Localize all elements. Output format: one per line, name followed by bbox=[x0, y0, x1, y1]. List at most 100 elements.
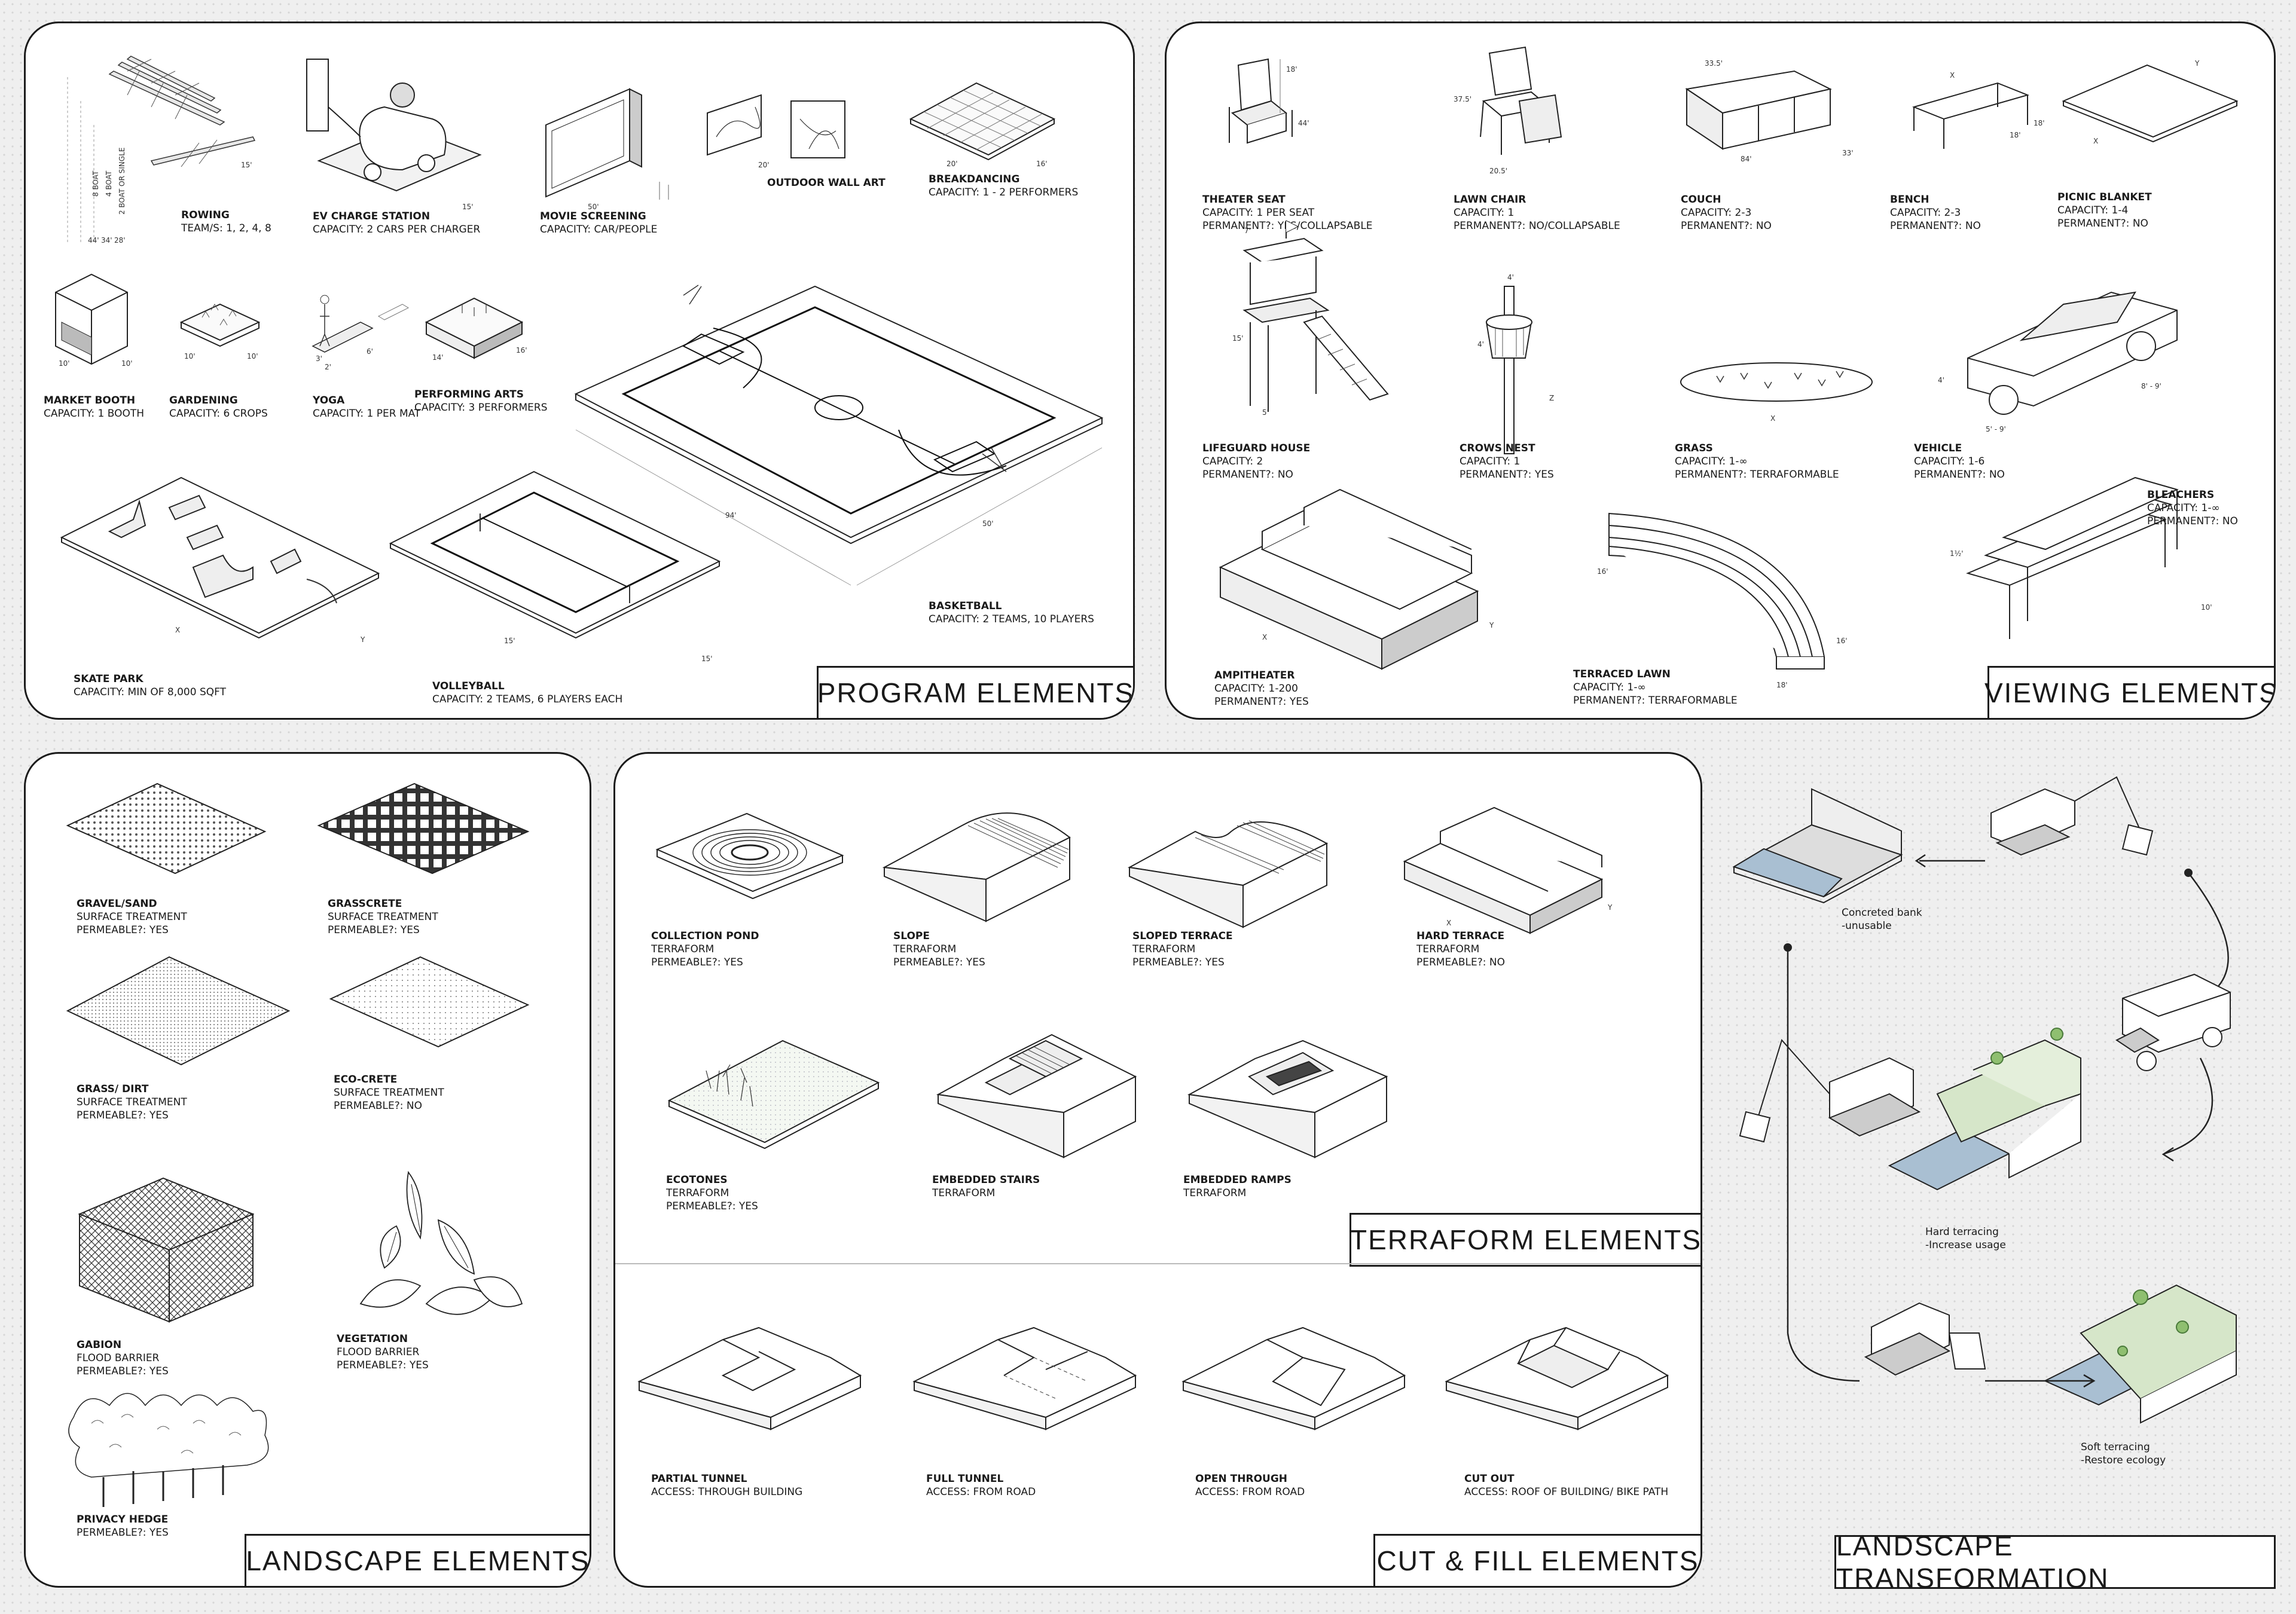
bleachers-dim-1half: 1½' bbox=[1950, 549, 1964, 558]
garden-label: GARDENING CAPACITY: 6 CROPS bbox=[169, 394, 268, 420]
step-2-line-1: Hard terracing bbox=[1925, 1226, 1999, 1238]
theater-seat-element: 18' 44' THEATER SEAT CAPACITY: 1 PER SEA… bbox=[1202, 53, 1382, 232]
partial-tunnel-name: PARTIAL TUNNEL bbox=[651, 1473, 747, 1485]
couch-line-1: CAPACITY: 2-3 bbox=[1681, 207, 1752, 219]
slope-name: SLOPE bbox=[893, 930, 930, 942]
wall-art-dim-20: 20' bbox=[758, 161, 770, 169]
grass-dim-x: X bbox=[1770, 414, 1776, 423]
terraced-dim-16a: 16' bbox=[1597, 567, 1608, 576]
skate-park-illustration bbox=[60, 476, 380, 639]
open-through-name: OPEN THROUGH bbox=[1195, 1473, 1288, 1485]
movie-line-1: CAPACITY: CAR/PEOPLE bbox=[540, 224, 658, 236]
grasscrete-swatch bbox=[317, 782, 530, 875]
movie-name: MOVIE SCREENING bbox=[540, 210, 646, 222]
vegetation-label: VEGETATION FLOOD BARRIER PERMEABLE?: YES bbox=[337, 1332, 429, 1372]
gravel-sand-swatch bbox=[66, 782, 267, 875]
lifeguard-label: LIFEGUARD HOUSE CAPACITY: 2 PERMANENT?: … bbox=[1202, 442, 1310, 481]
booth-label: MARKET BOOTH CAPACITY: 1 BOOTH bbox=[44, 394, 144, 420]
terraced-dim-18: 18' bbox=[1776, 681, 1788, 689]
ecotones-label: ECOTONES TERRAFORM PERMEABLE?: YES bbox=[666, 1173, 758, 1213]
volley-dim-a: 15' bbox=[504, 637, 515, 645]
grass-label: GRASS CAPACITY: 1-∞ PERMANENT?: TERRAFOR… bbox=[1675, 442, 1839, 481]
cut-out-element: CUT OUT ACCESS: ROOF OF BUILDING/ BIKE P… bbox=[1440, 1292, 1697, 1501]
ramps-label: EMBEDDED RAMPS TERRAFORM bbox=[1183, 1173, 1292, 1200]
lawn-chair-element: 37.5' 20.5' LAWN CHAIR CAPACITY: 1 PERMA… bbox=[1448, 41, 1639, 232]
sloped-terrace-illustration bbox=[1127, 820, 1329, 928]
bench-dim-x: X bbox=[1950, 71, 1955, 80]
theater-name: THEATER SEAT bbox=[1202, 194, 1286, 206]
bench-line-1: CAPACITY: 2-3 bbox=[1890, 207, 1961, 219]
rowing-dim-2boat: 2 BOAT OR SINGLE bbox=[118, 147, 126, 215]
gabion-name: GABION bbox=[77, 1339, 122, 1351]
skate-line-1: CAPACITY: MIN OF 8,000 SQFT bbox=[74, 686, 226, 698]
bleachers-name: BLEACHERS bbox=[2147, 489, 2215, 501]
basket-dim-94: 94' bbox=[725, 511, 737, 519]
landscape-elements-panel: GRAVEL/SAND SURFACE TREATMENT PERMEABLE?… bbox=[24, 752, 591, 1588]
vegetation-name: VEGETATION bbox=[337, 1333, 408, 1345]
wall-art-label: OUTDOOR WALL ART bbox=[767, 176, 886, 189]
step-3-line-2: -Restore ecology bbox=[2081, 1454, 2166, 1466]
booth-line-1: CAPACITY: 1 BOOTH bbox=[44, 408, 145, 420]
blanket-name: PICNIC BLANKET bbox=[2057, 191, 2152, 203]
gravel-sand-element: GRAVEL/SAND SURFACE TREATMENT PERMEABLE?… bbox=[62, 778, 289, 957]
partial-tunnel-line-1: ACCESS: THROUGH BUILDING bbox=[651, 1486, 803, 1498]
eco-crete-name: ECO-CRETE bbox=[334, 1074, 398, 1086]
ecotones-line-1: TERRAFORM bbox=[666, 1187, 729, 1199]
partial-tunnel-element: PARTIAL TUNNEL ACCESS: THROUGH BUILDING bbox=[633, 1292, 890, 1501]
garden-dim-b: 10' bbox=[247, 352, 258, 360]
crows-dim-z: Z bbox=[1549, 394, 1555, 402]
bench-line-2: PERMANENT?: NO bbox=[1890, 220, 1981, 232]
rowing-element: 44' 34' 28' 15' 8 BOAT 4 BOAT 2 BOAT OR … bbox=[56, 47, 271, 244]
gabion-line-1: FLOOD BARRIER bbox=[77, 1352, 160, 1364]
booth-name: MARKET BOOTH bbox=[44, 395, 136, 406]
eco-crete-element: ECO-CRETE SURFACE TREATMENT PERMEABLE?: … bbox=[325, 951, 564, 1130]
skate-dim-x: X bbox=[175, 626, 181, 634]
rowing-dim-44: 44' bbox=[88, 236, 99, 244]
couch-dim-84: 84' bbox=[1741, 155, 1752, 163]
terraced-name: TERRACED LAWN bbox=[1573, 668, 1671, 680]
cut-out-name: CUT OUT bbox=[1464, 1473, 1515, 1485]
step-1-line-1: Concreted bank bbox=[1842, 907, 1922, 919]
lawn-line-1: CAPACITY: 1 bbox=[1454, 207, 1515, 219]
break-dim-16: 16' bbox=[1036, 160, 1048, 168]
amph-name: AMPITHEATER bbox=[1214, 670, 1295, 681]
couch-line-2: PERMANENT?: NO bbox=[1681, 220, 1772, 232]
gabion-line-2: PERMEABLE?: YES bbox=[77, 1365, 169, 1377]
skate-park-element: X Y SKATE PARK CAPACITY: MIN OF 8,000 SQ… bbox=[56, 466, 390, 705]
open-through-element: OPEN THROUGH ACCESS: FROM ROAD bbox=[1177, 1292, 1434, 1501]
open-through-label: OPEN THROUGH ACCESS: FROM ROAD bbox=[1195, 1472, 1305, 1499]
bleachers-line-1: CAPACITY: 1-∞ bbox=[2147, 502, 2220, 514]
eco-crete-line-1: SURFACE TREATMENT bbox=[334, 1087, 444, 1099]
hedge-name: PRIVACY HEDGE bbox=[77, 1514, 169, 1526]
yoga-element: 3' 2' 6' YOGA CAPACITY: 1 PER MAT bbox=[289, 280, 420, 420]
bleachers-illustration bbox=[1966, 476, 2179, 639]
lawn-label: LAWN CHAIR CAPACITY: 1 PERMANENT?: NO/CO… bbox=[1454, 193, 1620, 233]
volley-dim-b: 15' bbox=[701, 655, 713, 663]
crows-name: CROWS NEST bbox=[1460, 442, 1535, 454]
ev-label: EV CHARGE STATION CAPACITY: 2 CARS PER C… bbox=[313, 210, 480, 236]
picnic-blanket-illustration bbox=[2062, 64, 2239, 143]
transformation-step-2: Hard terracing -Increase usage bbox=[1925, 1225, 2006, 1252]
step-2-line-2: -Increase usage bbox=[1925, 1239, 2006, 1251]
garden-dim-a: 10' bbox=[184, 352, 196, 360]
amph-label: AMPITHEATER CAPACITY: 1-200 PERMANENT?: … bbox=[1214, 669, 1309, 708]
slope-illustration bbox=[882, 812, 1071, 922]
full-tunnel-element: FULL TUNNEL ACCESS: FROM ROAD bbox=[908, 1292, 1165, 1501]
bench-illustration bbox=[1912, 82, 2030, 149]
step-3-line-1: Soft terracing bbox=[2081, 1441, 2150, 1453]
amph-line-1: CAPACITY: 1-200 bbox=[1214, 683, 1298, 695]
transformation-flow bbox=[1732, 776, 2237, 1424]
couch-illustration bbox=[1685, 70, 1832, 150]
slope-line-1: TERRAFORM bbox=[893, 943, 957, 955]
grasscrete-name: GRASSCRETE bbox=[328, 898, 402, 910]
arts-label: PERFORMING ARTS CAPACITY: 3 PERFORMERS bbox=[414, 388, 548, 414]
theater-seat-illustration bbox=[1229, 58, 1293, 144]
embedded-ramps-element: EMBEDDED RAMPS TERRAFORM bbox=[1183, 1017, 1410, 1238]
lawn-name: LAWN CHAIR bbox=[1454, 194, 1526, 206]
eco-crete-line-2: PERMEABLE?: NO bbox=[334, 1100, 422, 1112]
arts-dim-14: 14' bbox=[432, 353, 444, 362]
sloped-terrace-line-1: TERRAFORM bbox=[1132, 943, 1196, 955]
viewing-elements-panel: 18' 44' THEATER SEAT CAPACITY: 1 PER SEA… bbox=[1165, 22, 2276, 720]
market-booth-element: 10' 10' MARKET BOOTH CAPACITY: 1 BOOTH bbox=[44, 256, 175, 420]
skate-name: SKATE PARK bbox=[74, 673, 144, 685]
